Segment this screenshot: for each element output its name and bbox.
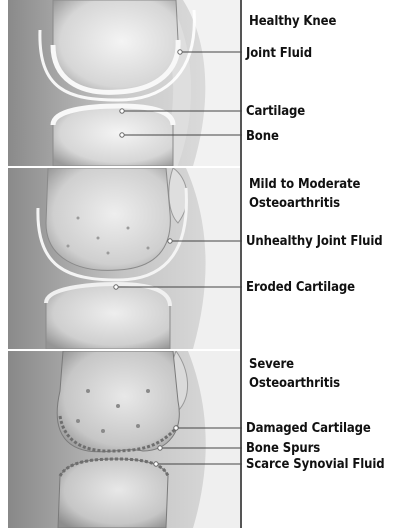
- mild-oa-heading-line-1: Mild to Moderate: [249, 175, 360, 194]
- severe-oa-knee-illustration: [8, 351, 240, 528]
- cartilage-label: Cartilage: [246, 102, 305, 121]
- unhealthy-joint-fluid-label: Unhealthy Joint Fluid: [246, 232, 383, 251]
- joint-fluid-label: Joint Fluid: [246, 44, 312, 63]
- mild-oa-heading-line-2: Osteoarthritis: [249, 194, 340, 213]
- damaged-cartilage-label: Damaged Cartilage: [246, 419, 371, 438]
- healthy-knee-heading: Healthy Knee: [249, 12, 336, 31]
- scarce-synovial-fluid-label: Scarce Synovial Fluid: [246, 455, 385, 474]
- mild-oa-knee-illustration: [8, 168, 240, 349]
- panel-divider: [8, 349, 240, 351]
- eroded-cartilage-label: Eroded Cartilage: [246, 278, 355, 297]
- panel-edge-line: [240, 0, 242, 528]
- severe-oa-heading-line-1: Severe: [249, 355, 294, 374]
- panel-divider: [8, 166, 240, 168]
- healthy-knee-illustration: [8, 0, 240, 166]
- bone-label: Bone: [246, 127, 279, 146]
- severe-oa-heading-line-2: Osteoarthritis: [249, 374, 340, 393]
